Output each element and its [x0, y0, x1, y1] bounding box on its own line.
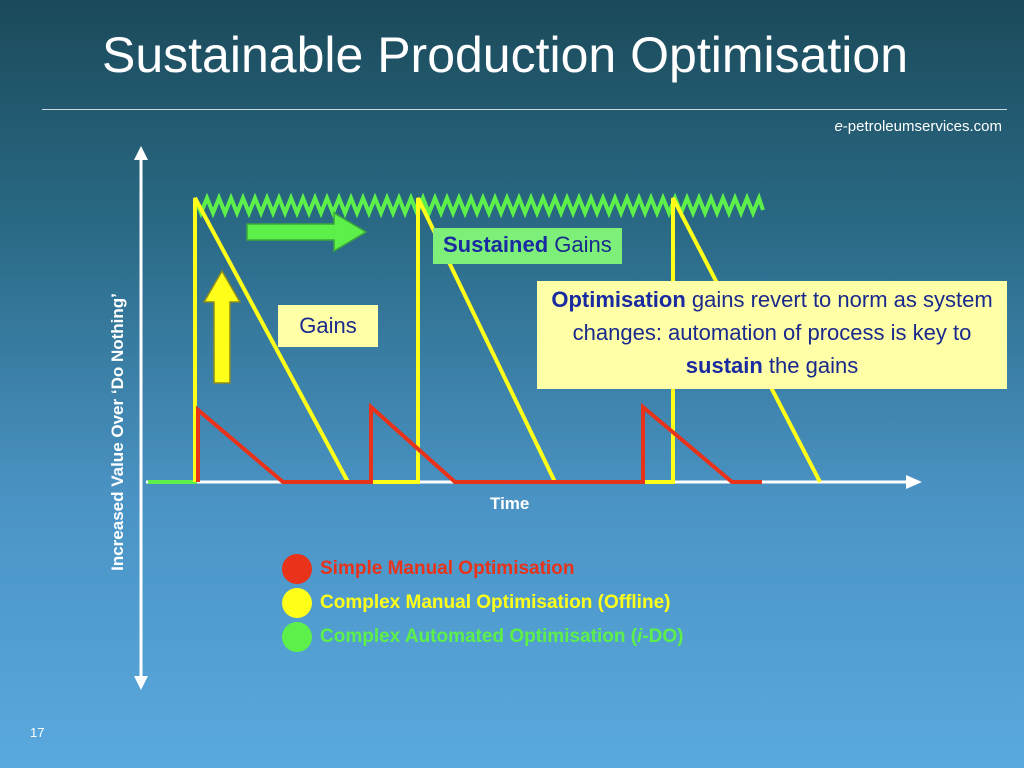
- legend-label: Simple Manual Optimisation: [320, 558, 575, 579]
- legend-item-complex-automated: Complex Automated Optimisation (i-DO): [282, 620, 683, 654]
- sustained-rest: Gains: [548, 232, 612, 257]
- title-divider: [42, 109, 1007, 110]
- green-sawtooth: [193, 192, 765, 219]
- legend: Simple Manual Optimisation Complex Manua…: [282, 552, 683, 654]
- note-bold-optimisation: Optimisation: [551, 287, 686, 312]
- green-baseline: [148, 198, 197, 484]
- legend-label: Complex Automated Optimisation (i-DO): [320, 626, 683, 648]
- gains-callout: Gains: [278, 305, 378, 347]
- legend-yellow-dot: [282, 588, 312, 618]
- legend-item-complex-manual: Complex Manual Optimisation (Offline): [282, 586, 683, 620]
- site-prefix: e: [834, 118, 843, 135]
- legend-green-dot: [282, 622, 312, 652]
- site-credit: e-petroleumservices.com: [834, 118, 1002, 135]
- legend-label-post: -DO): [642, 626, 684, 647]
- note-bold-sustain: sustain: [685, 353, 763, 378]
- site-domain: -petroleumservices.com: [842, 118, 1002, 135]
- x-axis-arrow: [906, 475, 922, 489]
- note-text-1: gains revert to norm as system changes: …: [572, 287, 993, 345]
- legend-label-italic: i: [637, 626, 643, 647]
- slide-title: Sustainable Production Optimisation: [102, 27, 909, 83]
- optimisation-note-callout: Optimisation gains revert to norm as sys…: [537, 281, 1007, 389]
- page-number: 17: [30, 725, 45, 740]
- y-axis-arrow-top: [134, 146, 148, 160]
- note-text-2: the gains: [762, 353, 859, 378]
- y-axis-label: Increased Value Over ‘Do Nothing’: [108, 293, 127, 571]
- legend-label: Complex Manual Optimisation (Offline): [320, 592, 671, 613]
- gains-arrow-up: [202, 269, 242, 384]
- legend-red-dot: [282, 554, 312, 584]
- legend-label-pre: Complex Automated Optimisation (: [320, 626, 638, 647]
- legend-item-simple-manual: Simple Manual Optimisation: [282, 552, 683, 586]
- red-series: [196, 402, 762, 484]
- sustained-bold: Sustained: [443, 232, 549, 257]
- sustained-arrow-right: [246, 211, 368, 253]
- sustained-gains-callout: Sustained Gains: [433, 228, 622, 264]
- y-axis-arrow-bottom: [134, 676, 148, 690]
- x-axis-label: Time: [490, 494, 530, 513]
